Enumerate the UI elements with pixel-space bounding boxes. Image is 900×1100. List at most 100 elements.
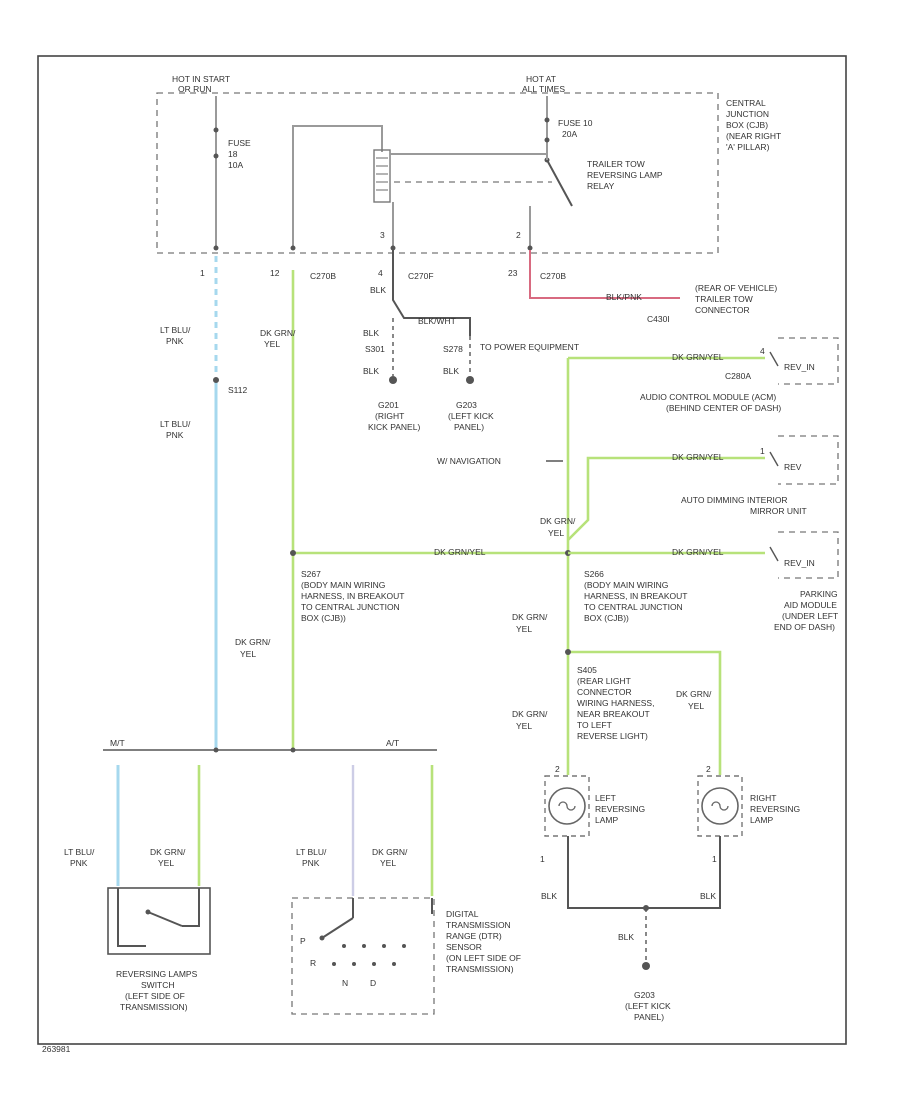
splice-s405-dot xyxy=(565,649,571,655)
svg-text:S267: S267 xyxy=(301,569,321,579)
wire-label-blk-7: BLK xyxy=(618,932,634,942)
svg-text:TRAILER TOW: TRAILER TOW xyxy=(695,294,753,304)
svg-text:TO LEFT: TO LEFT xyxy=(577,720,612,730)
fuse-10-top-terminal xyxy=(544,117,550,123)
figure-id: 263981 xyxy=(42,1044,71,1054)
fuse-10-label: FUSE 10 20A xyxy=(558,118,593,139)
ground-g201-label: G201 (RIGHT KICK PANEL) xyxy=(368,400,420,432)
to-power-equipment-label: TO POWER EQUIPMENT xyxy=(480,342,579,352)
svg-text:TO CENTRAL JUNCTION: TO CENTRAL JUNCTION xyxy=(584,602,683,612)
lamp-ground-circuit xyxy=(567,836,721,970)
audio-control-module-box: REV_IN xyxy=(769,337,839,385)
wire-label-lt-blu-pnk-1: LT BLU/ PNK xyxy=(160,325,191,346)
svg-text:LAMP: LAMP xyxy=(595,815,618,825)
svg-text:DK GRN/: DK GRN/ xyxy=(235,637,271,647)
svg-text:LEFT: LEFT xyxy=(595,793,616,803)
trailer-tow-reversing-lamp-relay xyxy=(373,149,573,207)
svg-text:HOT IN START: HOT IN START xyxy=(172,74,230,84)
svg-text:REVERSING LAMP: REVERSING LAMP xyxy=(587,170,663,180)
svg-text:HARNESS, IN BREAKOUT: HARNESS, IN BREAKOUT xyxy=(584,591,687,601)
dtr-sensor-label: DIGITAL TRANSMISSION RANGE (DTR) SENSOR … xyxy=(446,909,521,974)
reversing-lamps-switch xyxy=(107,887,211,955)
svg-text:(BEHIND CENTER OF DASH): (BEHIND CENTER OF DASH) xyxy=(666,403,781,413)
wire-label-dk-grn-yel-2: DK GRN/ YEL xyxy=(235,637,271,659)
diagram-frame xyxy=(37,55,847,1045)
svg-text:AID MODULE: AID MODULE xyxy=(784,600,837,610)
splice-s405-note: S405 (REAR LIGHT CONNECTOR WIRING HARNES… xyxy=(577,665,654,741)
svg-text:YEL: YEL xyxy=(264,339,280,349)
reversing-lamps-switch-label: REVERSING LAMPS SWITCH (LEFT SIDE OF TRA… xyxy=(116,969,198,1012)
mirror-unit-box: REV xyxy=(769,435,839,485)
wire-label-dk-grn-yel-3: DK GRN/ YEL xyxy=(540,516,576,538)
svg-text:YEL: YEL xyxy=(548,528,564,538)
svg-text:REV: REV xyxy=(784,462,802,472)
svg-text:PANEL): PANEL) xyxy=(454,422,484,432)
wire-label-blk-6: BLK xyxy=(700,891,716,901)
svg-text:CONNECTOR: CONNECTOR xyxy=(695,305,750,315)
splice-s301-label: S301 xyxy=(365,344,385,354)
svg-text:END OF DASH): END OF DASH) xyxy=(774,622,835,632)
svg-text:S266: S266 xyxy=(584,569,604,579)
ground-g203-lower-label: G203 (LEFT KICK PANEL) xyxy=(625,990,671,1022)
svg-text:AUTO DIMMING INTERIOR: AUTO DIMMING INTERIOR xyxy=(681,495,788,505)
ground-g201-circuit xyxy=(389,250,474,384)
svg-text:(REAR OF VEHICLE): (REAR OF VEHICLE) xyxy=(695,283,777,293)
svg-text:BOX (CJB): BOX (CJB) xyxy=(726,120,768,130)
mirror-unit-label: AUTO DIMMING INTERIOR MIRROR UNIT xyxy=(681,495,807,516)
cjb-pin-12-terminal xyxy=(290,245,296,251)
svg-text:REV_IN: REV_IN xyxy=(784,558,815,568)
svg-text:(BODY MAIN WIRING: (BODY MAIN WIRING xyxy=(584,580,668,590)
svg-text:DK GRN/: DK GRN/ xyxy=(540,516,576,526)
svg-text:PNK: PNK xyxy=(70,858,88,868)
dtr-position-d: D xyxy=(370,978,376,988)
dtr-sensor xyxy=(291,897,435,1015)
svg-text:S405: S405 xyxy=(577,665,597,675)
svg-text:REVERSING: REVERSING xyxy=(750,804,800,814)
navigation-label: W/ NAVIGATION xyxy=(437,456,501,466)
wire-label-dk-grn-yel-5: DK GRN/ YEL xyxy=(512,709,548,731)
wire-label-dk-grn-yel-inline-4: DK GRN/YEL xyxy=(672,547,724,557)
svg-text:DK GRN/: DK GRN/ xyxy=(512,612,548,622)
wire-label-lt-blu-pnk-2: LT BLU/ PNK xyxy=(160,419,191,440)
pin-left-lamp-1-label: 1 xyxy=(540,854,545,864)
svg-text:NEAR BREAKOUT: NEAR BREAKOUT xyxy=(577,709,650,719)
fuse-18-bottom-terminal xyxy=(213,153,219,159)
svg-text:HARNESS, IN BREAKOUT: HARNESS, IN BREAKOUT xyxy=(301,591,404,601)
wire-label-blk-4: BLK xyxy=(443,366,459,376)
svg-text:PARKING: PARKING xyxy=(800,589,838,599)
svg-text:DIGITAL: DIGITAL xyxy=(446,909,479,919)
wire-label-dk-grn-yel-inline-1: DK GRN/YEL xyxy=(434,547,486,557)
splice-s267-note: S267 (BODY MAIN WIRING HARNESS, IN BREAK… xyxy=(301,569,404,623)
svg-text:YEL: YEL xyxy=(516,721,532,731)
svg-text:PNK: PNK xyxy=(302,858,320,868)
svg-text:LAMP: LAMP xyxy=(750,815,773,825)
svg-text:18: 18 xyxy=(228,149,238,159)
svg-text:SENSOR: SENSOR xyxy=(446,942,482,952)
at-bus-junction xyxy=(290,747,296,753)
svg-text:YEL: YEL xyxy=(516,624,532,634)
wire-label-blk-5: BLK xyxy=(541,891,557,901)
mirror-branch-wire xyxy=(567,456,765,541)
pin-4-label: 4 xyxy=(378,268,383,278)
cjb-pin-4-terminal xyxy=(390,245,396,251)
wire-label-blk-2: BLK xyxy=(363,328,379,338)
svg-text:RELAY: RELAY xyxy=(587,181,615,191)
svg-text:DK GRN/: DK GRN/ xyxy=(676,689,712,699)
svg-text:LT BLU/: LT BLU/ xyxy=(160,419,191,429)
svg-text:DK GRN/: DK GRN/ xyxy=(372,847,408,857)
wire-label-lt-blu-pnk-3: LT BLU/ PNK xyxy=(64,847,95,868)
svg-text:(NEAR RIGHT: (NEAR RIGHT xyxy=(726,131,781,141)
connector-c270b-left-label: C270B xyxy=(310,271,336,281)
left-reversing-lamp xyxy=(544,775,590,837)
dtr-position-n: N xyxy=(342,978,348,988)
right-reversing-lamp-label: RIGHT REVERSING LAMP xyxy=(750,793,800,825)
svg-text:CENTRAL: CENTRAL xyxy=(726,98,766,108)
svg-text:KICK PANEL): KICK PANEL) xyxy=(368,422,420,432)
dtr-position-r: R xyxy=(310,958,316,968)
svg-text:BOX (CJB)): BOX (CJB)) xyxy=(301,613,346,623)
svg-text:G203: G203 xyxy=(634,990,655,1000)
svg-text:(LEFT KICK: (LEFT KICK xyxy=(625,1001,671,1011)
svg-text:TRAILER TOW: TRAILER TOW xyxy=(587,159,645,169)
pin-12-label: 12 xyxy=(270,268,280,278)
svg-text:TO CENTRAL JUNCTION: TO CENTRAL JUNCTION xyxy=(301,602,400,612)
